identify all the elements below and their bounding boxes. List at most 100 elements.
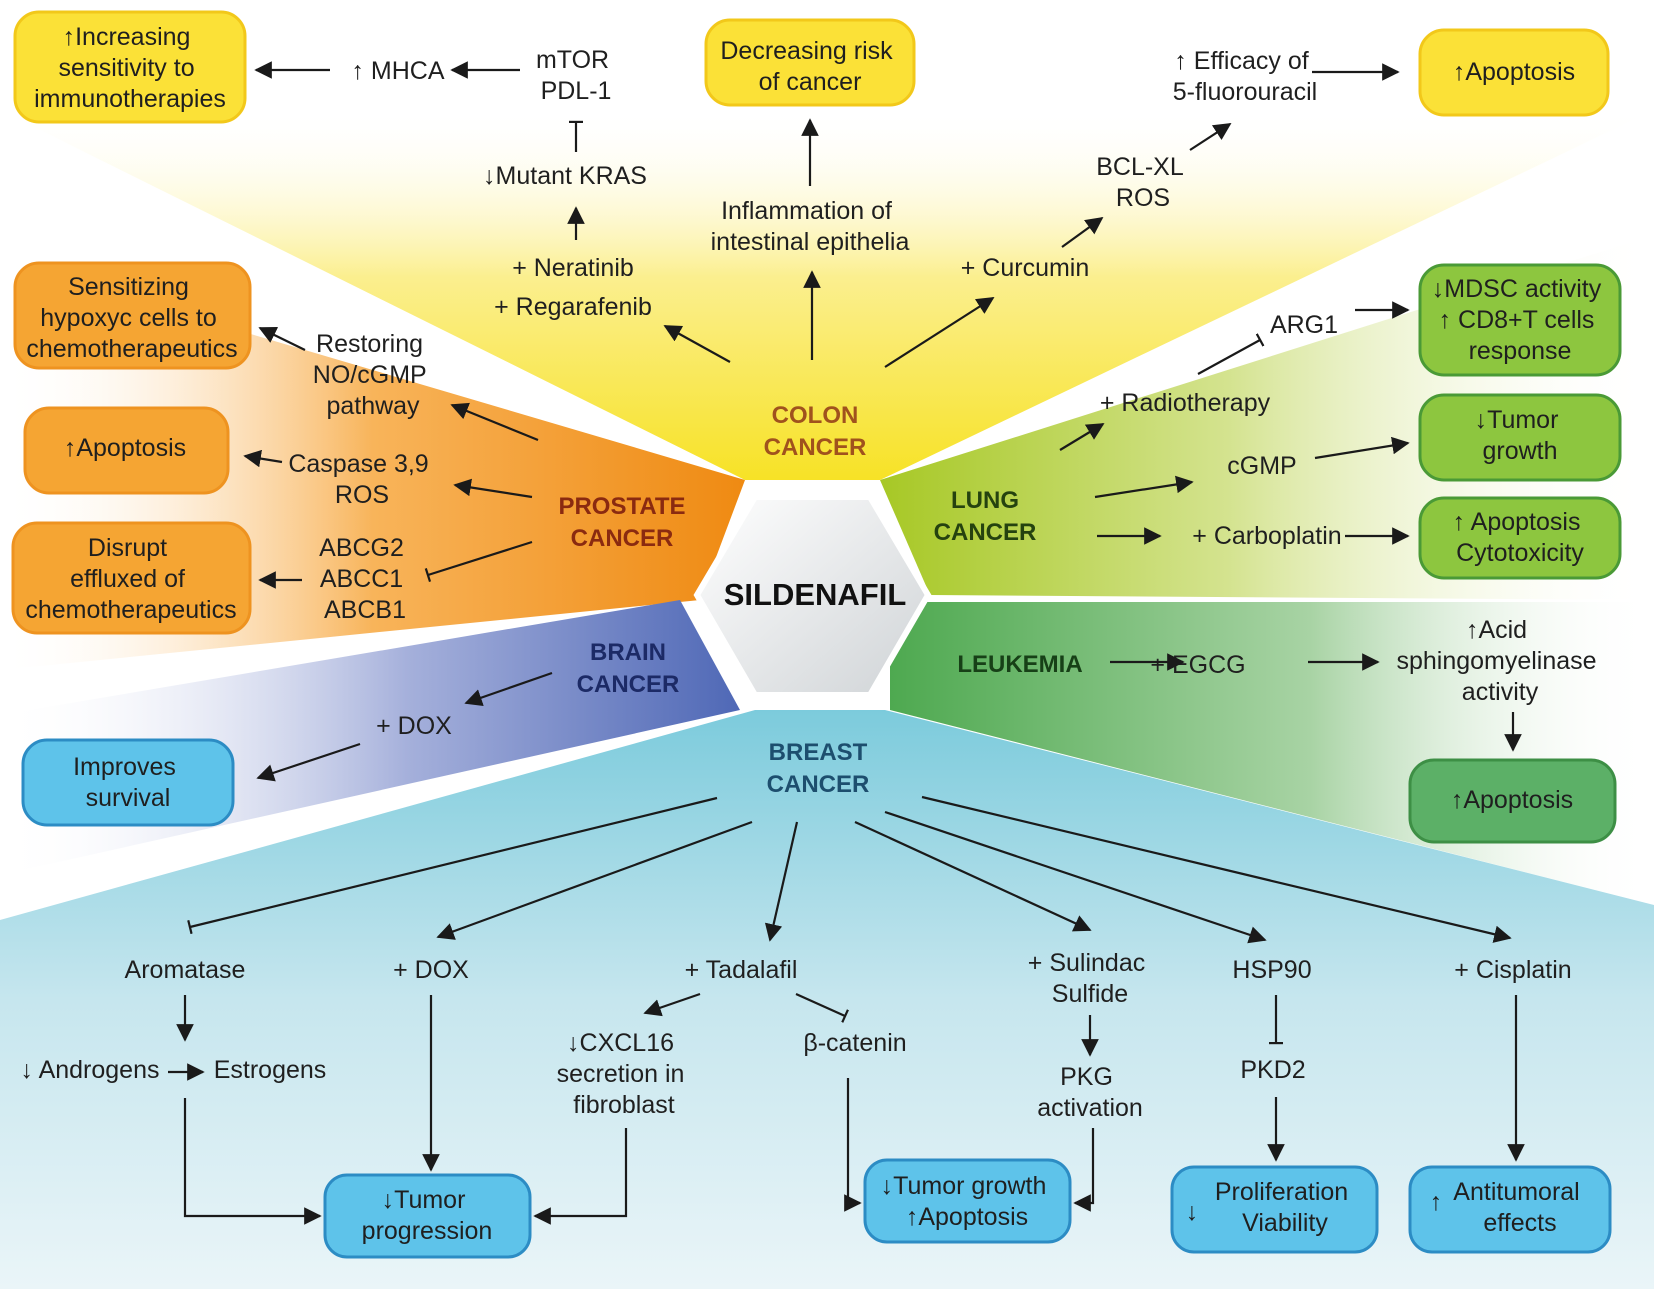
box-prostate-apoptosis: [23, 406, 230, 495]
arrow-lung-cgmp: [1094, 475, 1194, 499]
svg-text:↓CXCL16 secretion in f: ↓CXCL16 secretion in fibroblast: [557, 1029, 692, 1119]
center-label: SILDENAFIL: [724, 577, 907, 612]
box-sensitizing-line: hypoxyc cells to: [40, 304, 216, 332]
box-immunotherapies-line: immunotherapies: [34, 85, 226, 113]
arrow-breast-cisplatin: [921, 795, 1512, 943]
box-leukemia-apoptosis-text: ↑Apoptosis: [1451, 786, 1573, 814]
prostate-restoring: Restoring: [316, 330, 423, 358]
breast-sulindac: + Sulindac: [1028, 949, 1145, 977]
colon-curcumin: + Curcumin: [961, 254, 1090, 282]
colon-mtor: mTOR: [536, 46, 609, 74]
box-breast-tumor-growth-line: ↓Tumor growth: [881, 1172, 1047, 1200]
arrow-prostate-caspase: [453, 478, 533, 499]
colon-ros: ROS: [1116, 184, 1170, 212]
box-sensitizing-line: chemotherapeutics: [26, 335, 237, 363]
prostate-ros: ROS: [335, 481, 389, 509]
svg-text:Antitumoral effects: Antitumoral effects: [1453, 1178, 1586, 1237]
arrow-bclxl-efficacy: [1189, 123, 1232, 151]
box-lung-tumor-growth-line: ↓Tumor: [1475, 406, 1559, 434]
colon-neratinib: + Neratinib: [512, 254, 634, 282]
arrow-colon-regarafenib: [663, 325, 731, 363]
colon-inflammation: Inflammation of: [721, 197, 892, 225]
box-immunotherapies-line: sensitivity to: [58, 54, 194, 82]
colon-mhca: ↑ MHCA: [351, 57, 444, 85]
colon-efficacy: ↑ Efficacy of: [1174, 47, 1308, 75]
box-colon-apoptosis-text: ↑Apoptosis: [1453, 58, 1575, 86]
box-decreasing-risk: [704, 18, 916, 107]
breast-catenin: β-catenin: [803, 1029, 906, 1057]
colon-bclxl: BCL-XL: [1096, 153, 1184, 181]
box-improves-survival-line: Improves: [73, 753, 176, 781]
svg-text:↓MDSC activity ↑ CD8+T cel: ↓MDSC activity ↑ CD8+T cells response: [1432, 275, 1608, 365]
breast-dox: + DOX: [393, 956, 469, 984]
svg-text:Inflammation of intestinal: Inflammation of intestinal epithelia: [711, 197, 910, 256]
svg-text:Decreasing risk of cancer: Decreasing risk of cancer: [720, 37, 899, 96]
box-prostate-apoptosis-text: ↑Apoptosis: [64, 434, 186, 462]
breast-cxcl16: ↓CXCL16: [567, 1029, 674, 1057]
svg-text:↑Acid sphingomyelinase: ↑Acid sphingomyelinase activity: [1396, 616, 1603, 706]
svg-text:BCL-XL ROS: BCL-XL ROS: [1096, 153, 1190, 212]
svg-text:Disrupt effluxed of ch: Disrupt effluxed of chemotherapeutics: [25, 534, 236, 624]
colon-region: [0, 110, 1654, 480]
breast-cxcl16: fibroblast: [573, 1091, 674, 1119]
breast-pkg: PKG: [1060, 1063, 1113, 1091]
box-mdsc-line: ↓MDSC activity: [1432, 275, 1602, 303]
arrow-colon-curcumin: [884, 297, 995, 368]
svg-text:mTOR PDL-1: mTOR PDL-1: [536, 46, 616, 105]
colon-kras: ↓Mutant KRAS: [483, 162, 647, 190]
box-improves-survival-line: survival: [86, 784, 171, 812]
inhibit-tadalafil-catenin: [795, 992, 849, 1023]
box-leukemia-apoptosis: [1408, 758, 1617, 844]
breast-title: BREAST: [769, 739, 868, 766]
svg-text:↑ Efficacy of 5-fluorourac: ↑ Efficacy of 5-fluorouracil: [1173, 47, 1318, 106]
leukemia-acid: ↑Acid: [1466, 616, 1527, 644]
box-antitumoral: [1408, 1165, 1612, 1254]
lung-carboplatin: + Carboplatin: [1192, 522, 1341, 550]
box-mdsc-line: ↑ CD8+T cells: [1439, 306, 1595, 334]
breast-pkg: activation: [1037, 1094, 1143, 1122]
brain-dox: + DOX: [376, 712, 452, 740]
box-disrupt-line: Disrupt: [88, 534, 167, 562]
box-proliferation: [1170, 1165, 1379, 1254]
colon-pdl1: PDL-1: [541, 77, 612, 105]
lung-radiotherapy: + Radiotherapy: [1100, 389, 1271, 417]
box-improves-survival: [21, 738, 235, 827]
box-tumor-progression-line: progression: [362, 1217, 493, 1245]
prostate-caspase: Caspase 3,9: [288, 450, 428, 478]
box-decreasing-risk-line: Decreasing risk: [720, 37, 893, 65]
box-lung-tumor-growth-line: growth: [1482, 437, 1557, 465]
breast-cxcl16: secretion in: [557, 1060, 685, 1088]
breast-estrogens: Estrogens: [214, 1056, 327, 1084]
leukemia-acid: activity: [1462, 678, 1539, 706]
breast-aromatase: Aromatase: [125, 956, 246, 984]
breast-hsp90: HSP90: [1232, 956, 1311, 984]
box-proliferation-arrow: ↓: [1186, 1198, 1199, 1226]
svg-text:↓Tumor progression: ↓Tumor progression: [362, 1186, 493, 1245]
prostate-title: PROSTATE: [558, 493, 685, 520]
arrow-prostate-restoring: [450, 402, 539, 442]
box-lung-apoptosis-line: ↑ Apoptosis: [1453, 508, 1581, 536]
box-antitumoral-line: Antitumoral: [1453, 1178, 1579, 1206]
box-immunotherapies-line: ↑Increasing: [63, 23, 191, 51]
box-tumor-progression: [323, 1173, 532, 1259]
prostate-abcg2: ABCG2: [319, 534, 404, 562]
box-lung-tumor-growth: [1418, 393, 1622, 482]
svg-text:Restoring NO/cGMP path: Restoring NO/cGMP pathway: [313, 330, 433, 420]
box-mdsc-line: response: [1469, 337, 1572, 365]
breast-pkd2: PKD2: [1240, 1056, 1305, 1084]
arrow-restoring-sensitizing: [258, 327, 306, 351]
box-lung-apoptosis-line: Cytotoxicity: [1456, 539, 1584, 567]
prostate-restoring: NO/cGMP: [313, 361, 426, 389]
colon-title: COLON: [772, 402, 859, 429]
arrow-lung-radiotherapy: [1059, 423, 1105, 451]
leukemia-egcg: + EGCG: [1150, 651, 1245, 679]
box-sensitizing-line: Sensitizing: [68, 273, 189, 301]
arrow-breast-dox: [436, 820, 753, 940]
colon-regarafenib: + Regarafenib: [494, 293, 652, 321]
box-tumor-progression-line: ↓Tumor: [382, 1186, 466, 1214]
svg-text:↑Increasing sensitivity to: ↑Increasing sensitivity to immunotherapi…: [34, 23, 226, 113]
box-proliferation-line: Proliferation: [1215, 1178, 1348, 1206]
box-disrupt-line: chemotherapeutics: [25, 596, 236, 624]
prostate-abcb1: ABCB1: [324, 596, 406, 624]
